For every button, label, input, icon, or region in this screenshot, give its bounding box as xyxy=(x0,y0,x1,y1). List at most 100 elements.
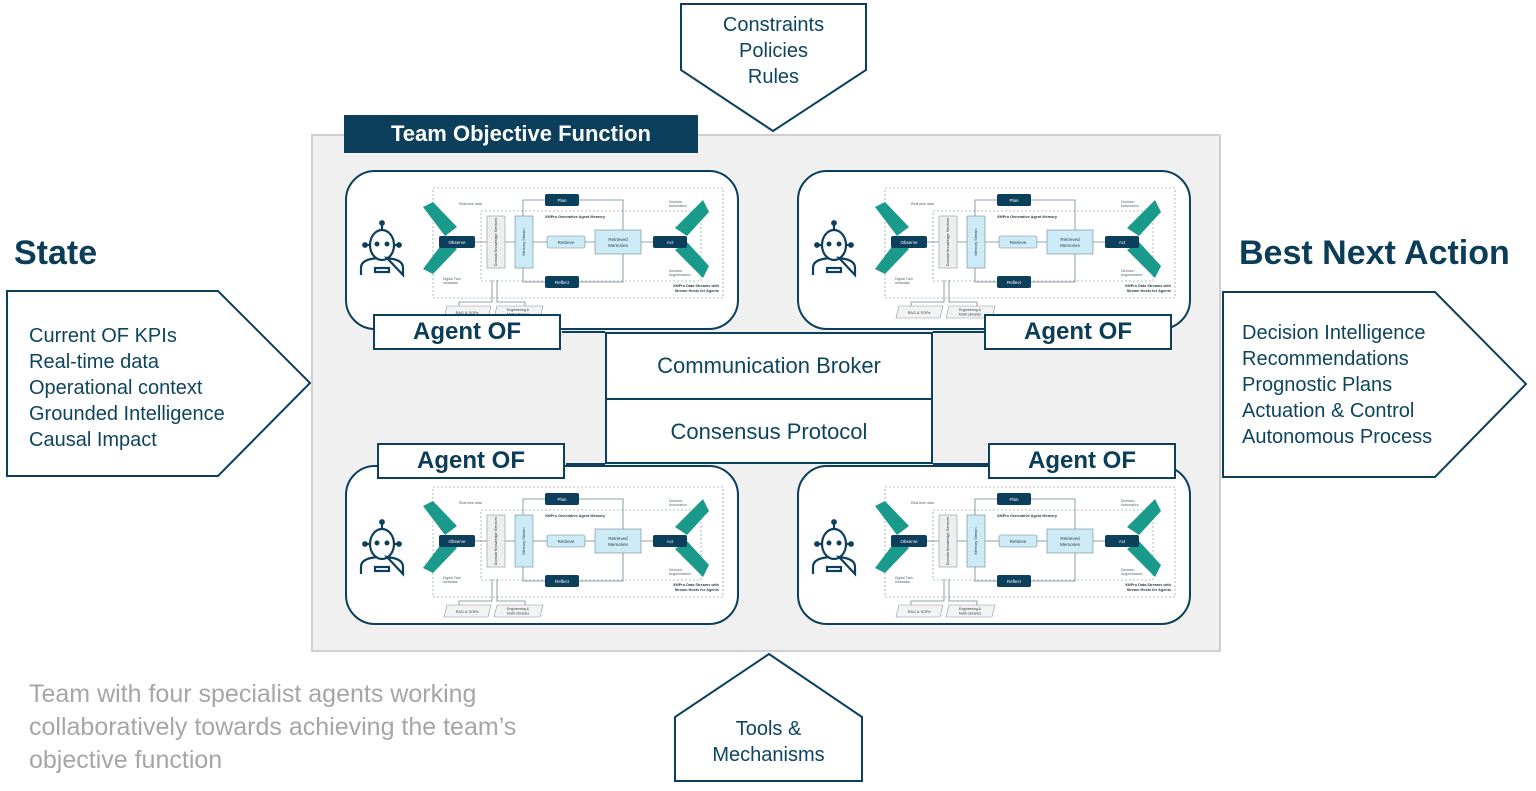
mini-diagram-label: Engineering & xyxy=(959,607,982,611)
memory-stream-node xyxy=(514,215,534,269)
mini-diagram-label: Plan xyxy=(1009,497,1019,502)
mini-diagram-label: Augmentation xyxy=(1121,572,1143,576)
teal-output-arrow xyxy=(1127,541,1161,577)
mini-diagram-label: Domain Knowledge Services xyxy=(946,517,950,566)
mini-diagram-label: Retrieve xyxy=(1010,539,1027,544)
plan-node xyxy=(997,493,1031,505)
mini-diagram-label: Domain Knowledge Services xyxy=(946,218,950,267)
mini-diagram-label: RAG & SOPs xyxy=(456,311,479,315)
constraints-box: Constraints Policies Rules xyxy=(681,12,866,90)
tools-box: Tools & Mechanisms xyxy=(675,716,862,768)
reflect-node xyxy=(545,575,579,587)
observe-node xyxy=(891,236,927,248)
caption: Team with four specialist agents working… xyxy=(29,678,516,777)
plan-node xyxy=(997,194,1031,206)
agent-memory-region xyxy=(480,509,702,581)
mini-diagram-label: Augmentation xyxy=(669,273,691,277)
mini-diagram-label: Augmentation xyxy=(669,572,691,576)
mini-diagram-label: Decision xyxy=(1121,499,1134,503)
mini-diagram-label: Reflect xyxy=(555,280,570,285)
teal-input-arrow xyxy=(423,501,457,535)
mini-diagram-label: Automation xyxy=(1121,204,1139,208)
mini-diagram-label: Stream Hosts for Agents xyxy=(1127,289,1171,293)
mini-diagram-label: Observe xyxy=(900,240,918,245)
mini-diagram-label: metadata xyxy=(443,580,458,584)
mini-diagram-label: Decision xyxy=(669,499,682,503)
robot-agent-icon xyxy=(811,519,857,577)
communication-consensus-box: Communication Broker Consensus Protocol xyxy=(605,332,933,464)
retrieve-node xyxy=(998,235,1038,249)
action-item: Decision Intelligence xyxy=(1242,322,1426,344)
teal-output-arrow xyxy=(675,499,709,535)
mini-diagram-label: Retrieve xyxy=(1010,240,1027,245)
mini-diagram-label: Digital Twin xyxy=(443,576,461,580)
domain-knowledge-node xyxy=(938,215,958,269)
teal-input-arrow xyxy=(423,240,457,274)
agent-card-bottom-right: Real-time data Digital Twin metadata Dec… xyxy=(797,465,1191,625)
state-item: Operational context xyxy=(29,377,203,399)
act-node xyxy=(653,535,687,547)
team-objective-title: Team Objective Function xyxy=(344,115,698,153)
state-item: Current OF KPIs xyxy=(29,325,177,347)
teal-output-arrow xyxy=(1127,499,1161,535)
plan-node xyxy=(545,493,579,505)
state-item: Real-time data xyxy=(29,351,160,373)
teal-input-arrow xyxy=(423,539,457,573)
mini-diagram-label: Memories xyxy=(1060,542,1081,547)
mini-diagram-label: Retrieved xyxy=(608,237,628,242)
teal-output-arrow xyxy=(675,200,709,236)
stream-host-region xyxy=(884,486,1176,598)
teal-output-arrow xyxy=(1127,200,1161,236)
mini-diagram-label: Engineering & xyxy=(507,607,530,611)
mini-diagram-label: Math Libraries xyxy=(959,612,981,616)
mini-diagram-label: Digital Twin xyxy=(443,277,461,281)
tools-line: Tools & xyxy=(735,718,802,740)
mini-diagram-label: Retrieve xyxy=(558,240,575,245)
mini-diagram-label: Stream Hosts for Agents xyxy=(675,289,719,293)
teal-input-arrow xyxy=(423,202,457,236)
agent-card-bottom-left: Real-time data Digital Twin metadata Dec… xyxy=(345,465,739,625)
mini-diagram-label: Engineering & xyxy=(959,308,982,312)
agent-of-label: Agent OF xyxy=(373,314,561,350)
domain-knowledge-node xyxy=(938,514,958,568)
memory-stream-node xyxy=(966,215,986,269)
act-node xyxy=(1105,236,1139,248)
mini-diagram-label: Memory Stream xyxy=(522,527,526,554)
mini-diagram-label: Real-time data xyxy=(459,202,482,206)
mini-diagram-label: Stream Hosts for Agents xyxy=(1127,588,1171,592)
mini-diagram-label: Decision xyxy=(669,200,682,204)
mini-diagram-label: Domain Knowledge Services xyxy=(494,517,498,566)
mini-diagram-label: Stream Hosts for Agents xyxy=(675,588,719,592)
mini-diagram-label: Retrieved xyxy=(608,536,628,541)
stream-host-region xyxy=(432,486,724,598)
rules-line: Rules xyxy=(747,66,800,88)
state-item: Grounded Intelligence xyxy=(29,403,225,425)
mini-diagram-label: Plan xyxy=(557,497,567,502)
mini-diagram-label: Observe xyxy=(900,539,918,544)
mini-diagram-label: metadata xyxy=(443,281,458,285)
mini-diagram-label: Digital Twin xyxy=(895,576,913,580)
stream-host-region xyxy=(884,187,1176,299)
mini-diagram-label: Engineering & xyxy=(507,308,530,312)
mini-diagram-label: Augmentation xyxy=(1121,273,1143,277)
mini-diagram-label: XMPro Generative Agent Memory xyxy=(545,514,606,518)
mini-diagram-label: Decision xyxy=(1121,568,1134,572)
mini-diagram-label: Digital Twin xyxy=(895,277,913,281)
state-arrow-shape xyxy=(6,290,312,477)
retrieve-node xyxy=(998,534,1038,548)
observe-node xyxy=(439,236,475,248)
mini-diagram-label: metadata xyxy=(895,281,910,285)
communication-broker: Communication Broker xyxy=(607,334,931,400)
mini-diagram-label: Act xyxy=(1119,240,1126,245)
action-list: Decision Intelligence Recommendations Pr… xyxy=(1242,320,1432,450)
mini-diagram-label: Decision xyxy=(1121,200,1134,204)
caption-line: objective function xyxy=(29,746,223,774)
action-arrow-shape xyxy=(1222,291,1528,478)
plan-node xyxy=(545,194,579,206)
mini-diagram-label: Reflect xyxy=(555,579,570,584)
domain-knowledge-node xyxy=(486,514,506,568)
act-node xyxy=(1105,535,1139,547)
mini-diagram-label: Decision xyxy=(1121,269,1134,273)
